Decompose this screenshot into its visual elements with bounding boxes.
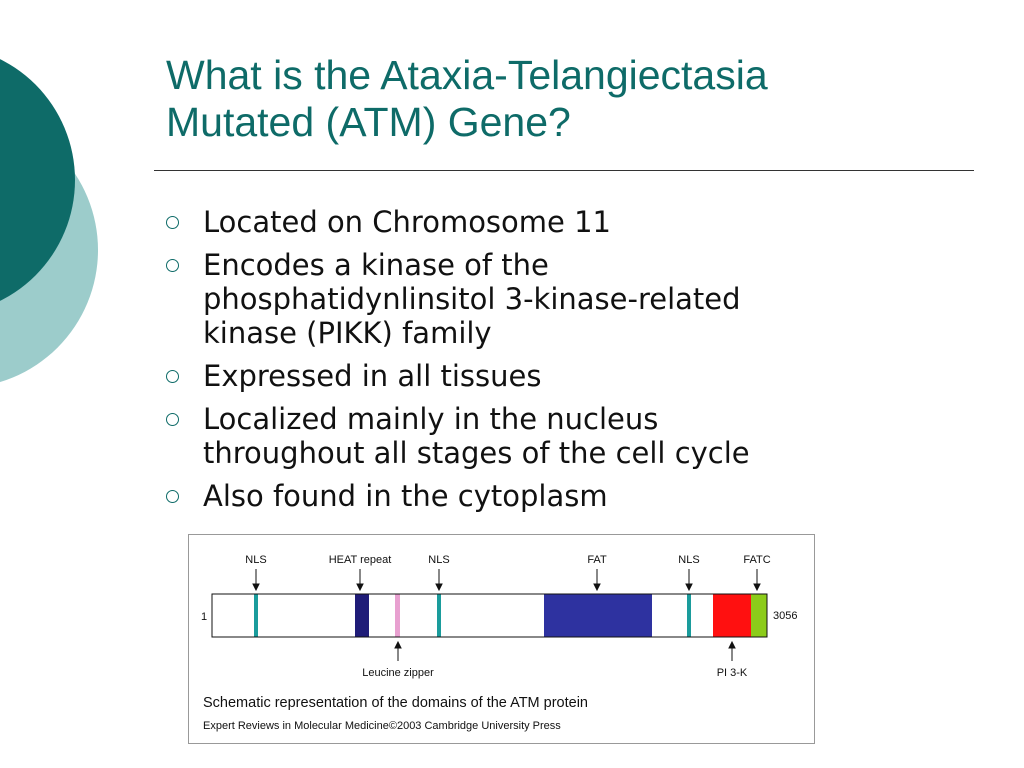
bullet-item: Also found in the cytoplasm <box>166 479 996 513</box>
title-divider <box>154 170 974 171</box>
title-line-2: Mutated (ATM) Gene? <box>166 99 571 145</box>
bullet-item: Expressed in all tissues <box>166 359 996 393</box>
label-nls-1: NLS <box>245 554 266 566</box>
arrow-head-icon <box>394 640 402 649</box>
up-arrows <box>394 640 736 661</box>
slide-title: What is the Ataxia-Telangiectasia Mutate… <box>166 52 966 146</box>
start-label: 1 <box>201 611 207 623</box>
title-line-1: What is the Ataxia-Telangiectasia <box>166 52 768 98</box>
label-nls-2: NLS <box>428 554 449 566</box>
domain-nls-2 <box>437 594 441 637</box>
label-nls-3: NLS <box>678 554 699 566</box>
arrow-head-icon <box>753 583 761 592</box>
domain-pi3k <box>713 594 751 637</box>
bullet-text: phosphatidynlinsitol 3-kinase-related <box>203 282 741 316</box>
domain-nls-1 <box>254 594 258 637</box>
protein-bar <box>211 593 768 638</box>
bullet-circle-icon <box>166 259 179 272</box>
bullet-circle-icon <box>166 490 179 503</box>
bullet-text: Also found in the cytoplasm <box>203 479 608 513</box>
atm-domain-diagram: NLS HEAT repeat NLS FAT NLS FATC 1 <box>201 554 797 679</box>
label-fat: FAT <box>587 554 607 566</box>
bullet-item: Located on Chromosome 11 <box>166 205 996 239</box>
arrow-head-icon <box>685 583 693 592</box>
domain-fat <box>544 594 652 637</box>
domain-leucine-zipper <box>395 594 400 637</box>
down-arrows <box>252 569 761 592</box>
label-leucine-zipper: Leucine zipper <box>362 667 434 679</box>
figure-credit: Expert Reviews in Molecular Medicine©200… <box>203 720 561 732</box>
bullet-circle-icon <box>166 370 179 383</box>
label-heat-repeat: HEAT repeat <box>329 554 392 566</box>
bullet-text: Localized mainly in the nucleus <box>203 402 659 436</box>
bullet-text: Expressed in all tissues <box>203 359 542 393</box>
bullet-text: Located on Chromosome 11 <box>203 205 611 239</box>
domain-fatc <box>751 594 767 637</box>
end-label: 3056 <box>773 610 797 622</box>
bullet-list: Located on Chromosome 11 Encodes a kinas… <box>166 205 996 522</box>
figure-caption: Schematic representation of the domains … <box>203 695 588 711</box>
bullet-item: Localized mainly in the nucleus througho… <box>166 402 996 470</box>
dark-teal-circle <box>0 59 75 301</box>
arrow-head-icon <box>252 583 260 592</box>
domain-heat-repeat <box>355 594 369 637</box>
protein-bar-outline <box>211 593 768 638</box>
decorative-circles <box>0 59 98 383</box>
domain-nls-3 <box>687 594 691 637</box>
bullet-text: kinase (PIKK) family <box>203 316 492 350</box>
label-pi3k: PI 3-K <box>717 667 748 679</box>
arrow-head-icon <box>356 583 364 592</box>
bullet-circle-icon <box>166 216 179 229</box>
arrow-head-icon <box>435 583 443 592</box>
arrow-head-icon <box>593 583 601 592</box>
bullet-text: throughout all stages of the cell cycle <box>203 436 750 470</box>
bullet-item: Encodes a kinase of the phosphatidynlins… <box>166 248 996 350</box>
label-fatc: FATC <box>743 554 770 566</box>
atm-domain-figure: NLS HEAT repeat NLS FAT NLS FATC 1 <box>188 534 815 744</box>
arrow-head-icon <box>728 640 736 649</box>
bullet-text: Encodes a kinase of the <box>203 248 549 282</box>
bullet-circle-icon <box>166 413 179 426</box>
